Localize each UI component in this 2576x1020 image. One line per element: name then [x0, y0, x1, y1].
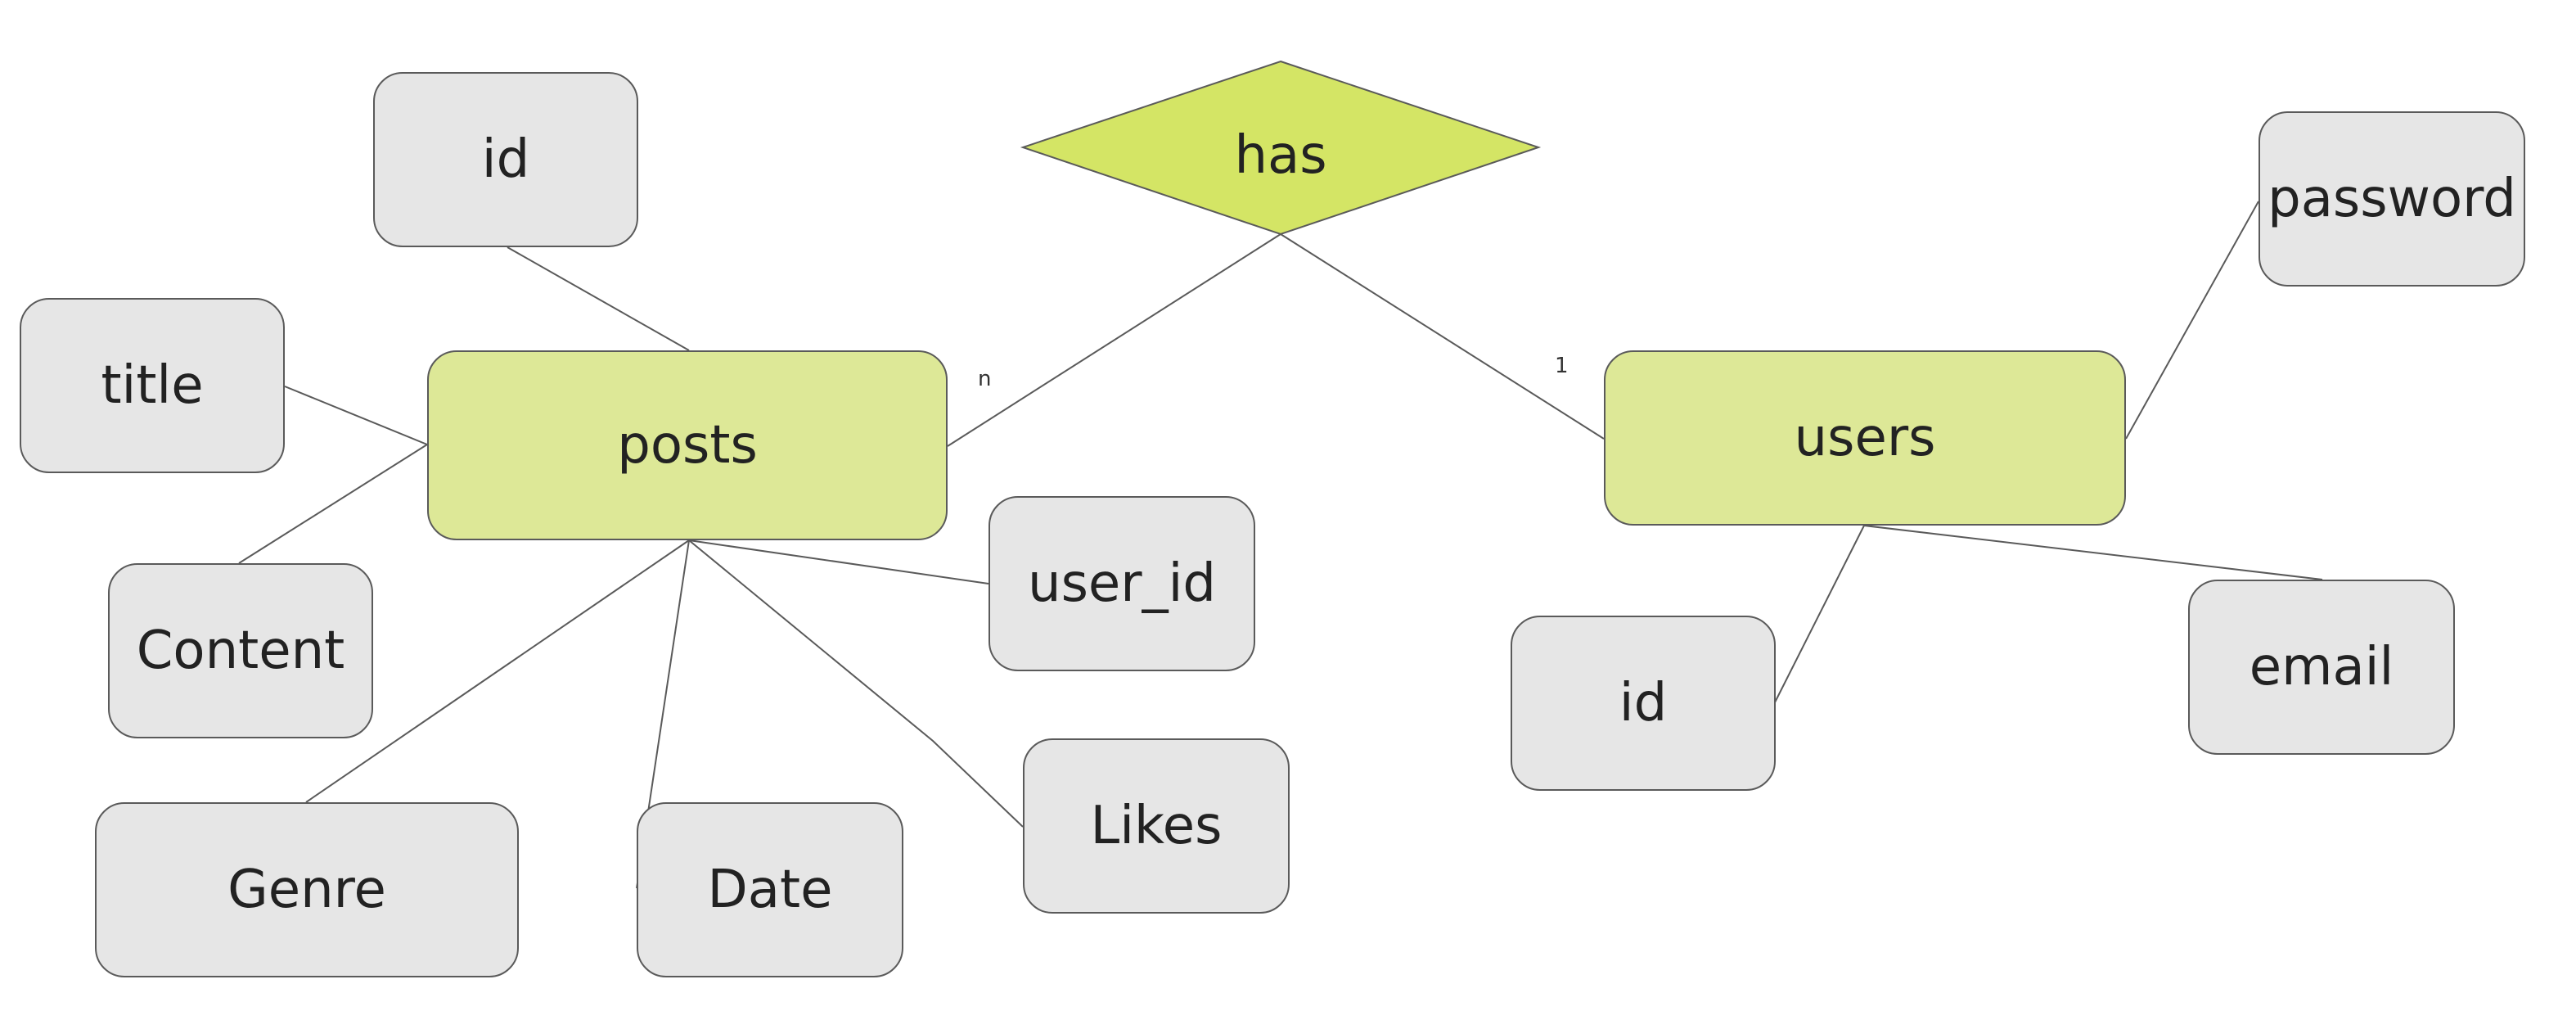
connector-posts-id	[507, 246, 690, 351]
connector-posts-has	[947, 233, 1281, 447]
entity-users[interactable]: users	[1604, 350, 2126, 526]
connector-posts-likes	[688, 539, 1024, 828]
connector-posts-title	[284, 386, 428, 445]
relationship-has-label: has	[1234, 125, 1327, 186]
attribute-posts-date[interactable]: Date	[637, 802, 903, 977]
connector-users-id	[1773, 525, 1865, 705]
connector-has-users	[1280, 233, 1605, 440]
cardinality-users: 1	[1555, 354, 1569, 378]
connector-users-email	[1863, 525, 2323, 580]
attribute-users-password[interactable]: password	[2259, 111, 2525, 287]
entity-posts[interactable]: posts	[427, 350, 948, 540]
attribute-posts-genre[interactable]: Genre	[95, 802, 519, 977]
attribute-posts-content[interactable]: Content	[108, 563, 373, 738]
cardinality-posts: n	[978, 367, 992, 391]
attribute-users-email[interactable]: email	[2188, 580, 2455, 755]
connector-posts-genre	[305, 539, 690, 803]
attribute-posts-user-id[interactable]: user_id	[989, 496, 1255, 671]
attribute-posts-title[interactable]: title	[20, 298, 285, 473]
connector-posts-content	[238, 444, 428, 564]
attribute-posts-id[interactable]: id	[373, 72, 638, 247]
connector-users-password	[2125, 201, 2259, 440]
relationship-has-diamond	[1020, 60, 1542, 236]
connector-posts-user-id	[688, 539, 989, 584]
attribute-posts-likes[interactable]: Likes	[1023, 738, 1290, 914]
attribute-users-id[interactable]: id	[1511, 616, 1776, 791]
